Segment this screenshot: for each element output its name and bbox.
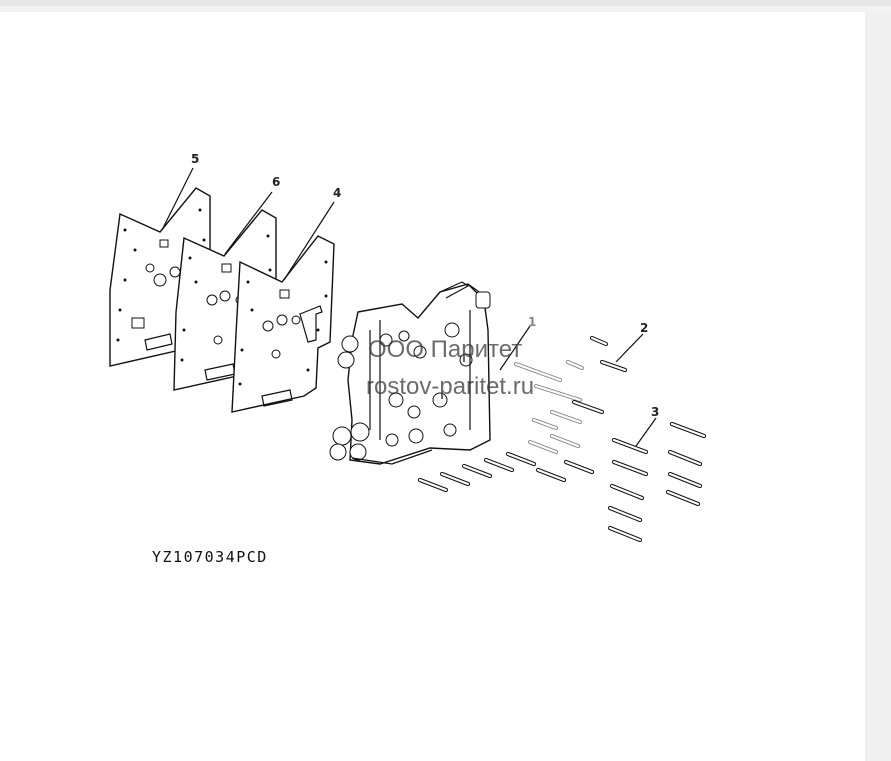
leader-1 <box>499 325 531 371</box>
callout-4: 4 <box>333 186 341 200</box>
gasket-plate-4 <box>231 235 335 413</box>
callout-2: 2 <box>640 321 648 335</box>
callout-3: 3 <box>651 405 659 419</box>
leader-4 <box>283 201 335 281</box>
long-bolts-3 <box>417 362 707 543</box>
callout-6: 6 <box>272 175 280 189</box>
watermark-url: rostov-paritet.ru <box>366 373 534 400</box>
leader-2 <box>615 333 644 363</box>
callout-1: 1 <box>528 315 536 329</box>
top-bar <box>0 0 891 6</box>
leader-5 <box>161 167 194 231</box>
valve-body-1 <box>329 281 491 465</box>
watermark-company: ООО Паритет <box>368 336 522 363</box>
right-gutter <box>865 12 891 761</box>
leader-3 <box>635 417 657 447</box>
short-bolts-2 <box>566 335 628 373</box>
drawing-code: YZ107034PCD <box>152 548 268 566</box>
leader-6 <box>224 191 273 255</box>
callout-5: 5 <box>191 152 199 166</box>
